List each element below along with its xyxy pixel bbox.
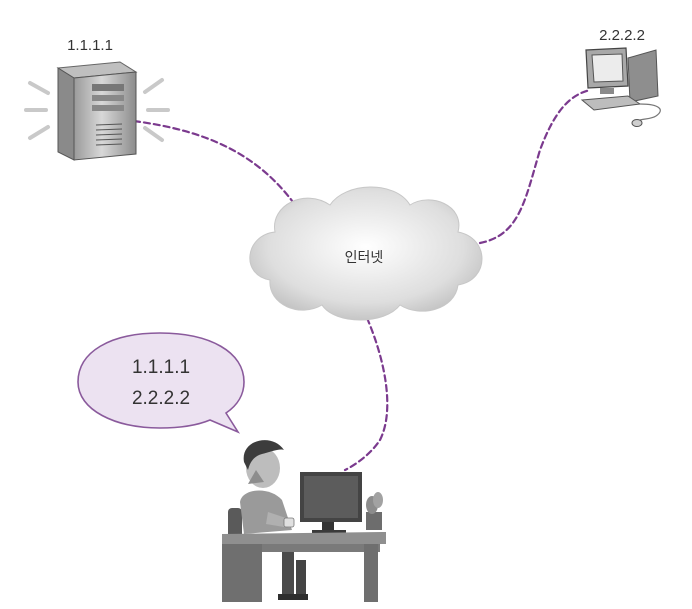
internet-label: 인터넷 — [345, 249, 384, 265]
link-internet-desktop — [478, 88, 592, 245]
person-at-desk-icon — [222, 440, 386, 602]
bubble-line-1: 1.1.1.1 — [132, 357, 190, 378]
desktop-computer-icon — [580, 47, 661, 127]
server-icon — [24, 61, 170, 161]
cloud-icon — [249, 186, 483, 321]
speech-bubble: 1.1.1.1 2.2.2.2 — [77, 332, 245, 434]
link-server-internet — [132, 119, 304, 217]
desktop-ip-label: 2.2.2.2 — [599, 27, 645, 44]
network-links — [132, 88, 592, 472]
bubble-line-2: 2.2.2.2 — [132, 388, 190, 409]
server-ip-label: 1.1.1.1 — [67, 37, 113, 54]
link-internet-user — [343, 316, 389, 472]
